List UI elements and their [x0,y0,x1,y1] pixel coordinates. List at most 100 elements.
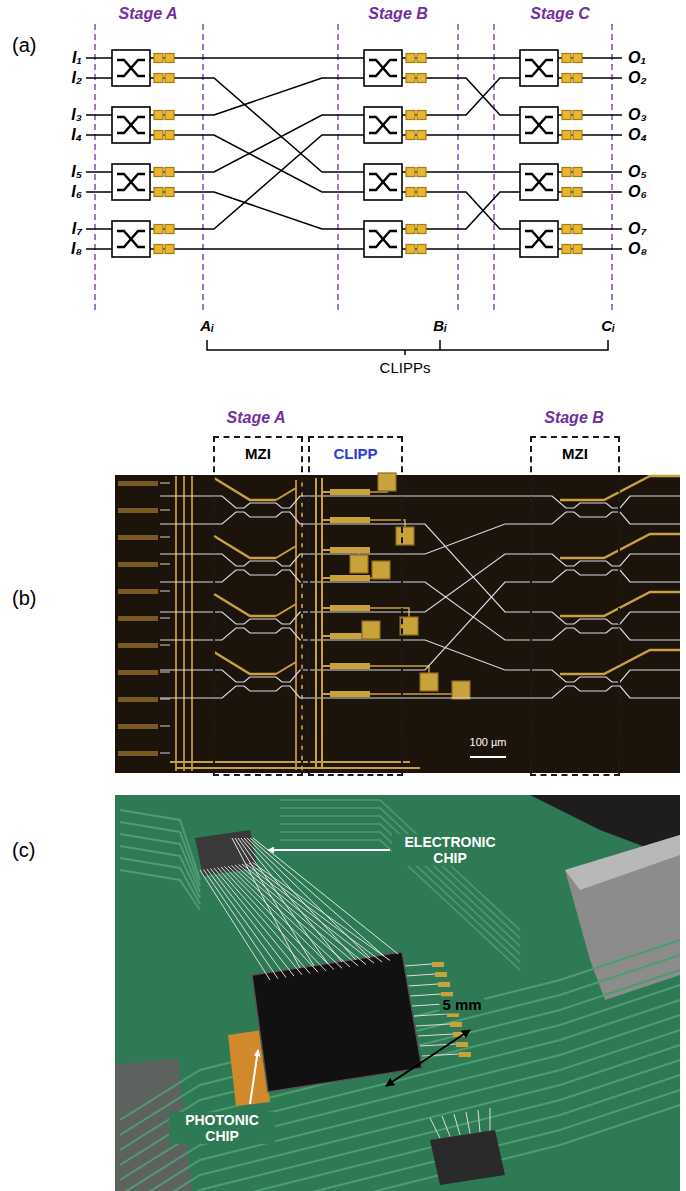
clipp-position: Bᵢ [433,317,446,334]
clipp-pad [562,131,571,140]
clipp-electrode [330,489,370,495]
clipp-pad [406,74,415,83]
waveguide [160,553,200,554]
waveguide [640,581,680,582]
electrode [276,662,296,674]
waveguide [530,612,640,624]
waveguide [426,171,520,173]
stage-divider [337,24,338,312]
input-port: I₈ [71,240,82,258]
bond-wire [478,1110,480,1132]
waveguide [400,524,530,554]
clipp-pad [562,54,571,63]
clipp-pad [573,74,582,83]
clipp-electrode [330,605,370,611]
group-label: CLIPPs [380,359,431,376]
input-port: I₄ [71,126,82,144]
clipp-pad [417,111,426,120]
pcb-trace [280,800,520,930]
bond-pad [118,481,158,486]
dashed-region: MZI [530,436,620,776]
clipp-pad [573,54,582,63]
bond-wire [232,838,300,968]
mzi-switch [364,164,402,200]
bond-wire [418,1034,453,1036]
bond-wire [235,865,350,967]
waveguide [400,554,530,612]
waveguide [160,611,200,612]
waveguide [160,510,170,511]
pcb-pad [450,1022,462,1027]
clipp-pad [573,188,582,197]
switch-symbol [117,231,145,247]
switch-symbol [369,231,397,247]
waveguide [640,495,680,496]
mzi-switch [520,164,558,200]
contact-pad [396,527,414,545]
clipp-pad [573,245,582,254]
switch-symbol [369,117,397,133]
clipp-pad [417,131,426,140]
scale-label: 100 µm [467,736,510,749]
switch-symbol [525,174,553,190]
electrode [295,480,297,770]
bond-wire [466,1112,470,1134]
contact-pad [362,621,380,639]
waveguide [640,669,680,670]
clipp-pad [154,225,163,234]
waveguide [174,115,364,172]
dashed-region: CLIPP [308,436,403,776]
clipp-pad [562,188,571,197]
waveguide [530,496,640,508]
switch-network [86,24,622,355]
clipp-position: Cᵢ [601,317,614,334]
stage-label: Stage B [368,5,428,23]
switch-symbol [525,60,553,76]
region-title: CLIPP [310,438,401,462]
electrode [560,534,680,558]
waveguide [160,537,170,538]
waveguide [86,57,112,59]
waveguide [640,611,680,612]
waveguide [582,77,622,79]
pcb-trace [120,810,200,880]
clipp-pad [154,131,163,140]
bond-pad [118,535,158,540]
electrode [315,478,317,768]
pcb-trace [120,940,680,1120]
mzi-switch [364,50,402,86]
waveguide [86,77,112,79]
clipp-pad [573,225,582,234]
bond-wire [244,838,356,960]
electrode [276,488,296,500]
electrode [322,607,330,609]
waveguide [640,553,680,554]
electrode [170,761,410,763]
waveguide [530,686,640,698]
clipp-pad [417,245,426,254]
electrode [370,690,461,694]
component-label: PHOTONIC CHIP [169,1112,275,1144]
output-port: O₆ [628,183,647,201]
switch-symbol [117,231,145,247]
output-port: O₅ [628,163,647,181]
waveguide [160,483,170,484]
switch-symbol [525,60,553,76]
clipp-pad [154,245,163,254]
pcb-trace [120,858,200,904]
waveguide [310,697,400,698]
waveguide [200,496,310,508]
waveguide [160,726,170,727]
waveguide [310,581,400,582]
pcb-photo-ground [115,795,680,1191]
clipp-pad [406,168,415,177]
electrode [214,652,276,674]
bond-pad [118,751,158,756]
waveguide [426,192,520,229]
waveguide [200,612,310,624]
waveguide [310,523,400,524]
bracket [207,340,608,350]
stage-divider [493,24,494,312]
